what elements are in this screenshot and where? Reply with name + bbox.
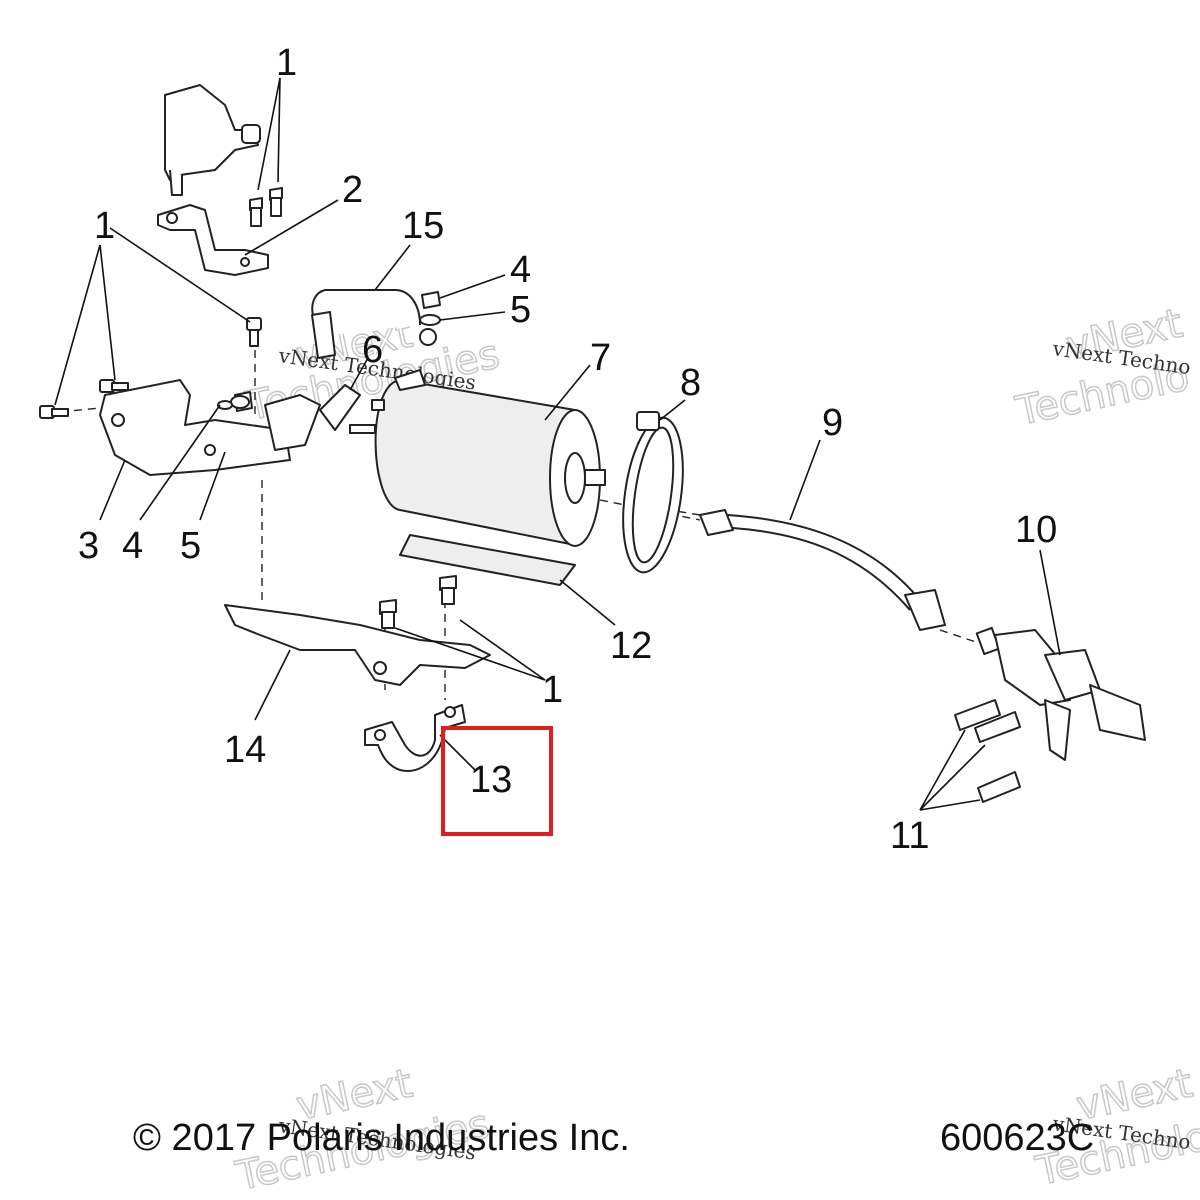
leader-lines — [54, 77, 1061, 811]
mount-bracket-item-2 — [157, 204, 269, 276]
starter-motor-item-7 — [349, 369, 606, 547]
nut-washer-left — [217, 391, 253, 412]
screw-pair-left — [39, 317, 262, 419]
callout-10: 10 — [1015, 509, 1057, 551]
strap-item-13 — [364, 704, 466, 772]
screw-pair-top — [249, 187, 283, 227]
part-number-text: 600623C — [940, 1117, 1094, 1159]
callout-5-left: 5 — [180, 525, 201, 567]
rubber-pad-item-12 — [399, 534, 576, 586]
callout-5-top: 5 — [510, 289, 531, 331]
band-clamp-item-8 — [622, 411, 684, 574]
callout-9: 9 — [822, 402, 843, 444]
callout-1-mid: 1 — [542, 669, 563, 711]
highlight-box-item-13 — [441, 726, 553, 836]
mount-bracket-item-14 — [224, 604, 491, 686]
callout-1-left: 1 — [94, 205, 115, 247]
solenoid-switch — [164, 84, 261, 196]
callout-4-left: 4 — [122, 525, 143, 567]
callout-12: 12 — [610, 625, 652, 667]
callout-8: 8 — [680, 362, 701, 404]
terminal-plate-item-6 — [264, 384, 361, 451]
callout-2: 2 — [342, 169, 363, 211]
nut-washer-top — [419, 291, 441, 326]
screw-pair-mid — [379, 575, 457, 629]
bolts-item-11 — [954, 699, 1021, 803]
watermark-group-2: vNext Technolo vNext Techno — [1011, 300, 1194, 436]
callout-13: 13 — [470, 759, 512, 801]
callout-3: 3 — [78, 525, 99, 567]
callout-14: 14 — [224, 729, 266, 771]
callout-labels: 1 2 15 4 5 1 6 7 8 9 3 4 5 10 12 1 14 13… — [78, 42, 1057, 857]
cable-item-9 — [699, 509, 946, 631]
callout-7: 7 — [590, 337, 611, 379]
copyright-text: © 2017 Polaris Industries Inc. — [133, 1117, 630, 1159]
callout-15: 15 — [402, 205, 444, 247]
callout-1-top: 1 — [276, 42, 297, 84]
callout-6: 6 — [362, 329, 383, 371]
callout-11: 11 — [890, 815, 929, 857]
callout-4-top: 4 — [510, 249, 531, 291]
ground-cable-item-15 — [311, 289, 437, 359]
starter-drive-item-10 — [975, 626, 1146, 761]
